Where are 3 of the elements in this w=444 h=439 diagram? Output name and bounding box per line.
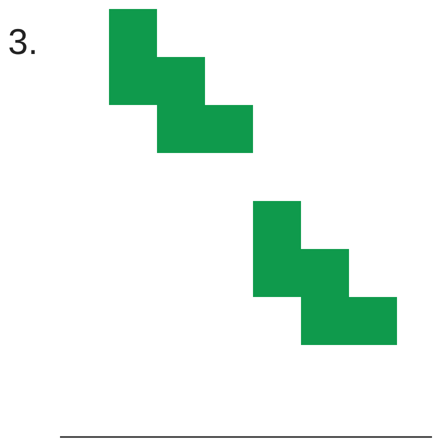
- staircase-shape: [253, 201, 397, 345]
- question-number: 3.: [8, 24, 38, 60]
- staircase-shape: [109, 9, 253, 153]
